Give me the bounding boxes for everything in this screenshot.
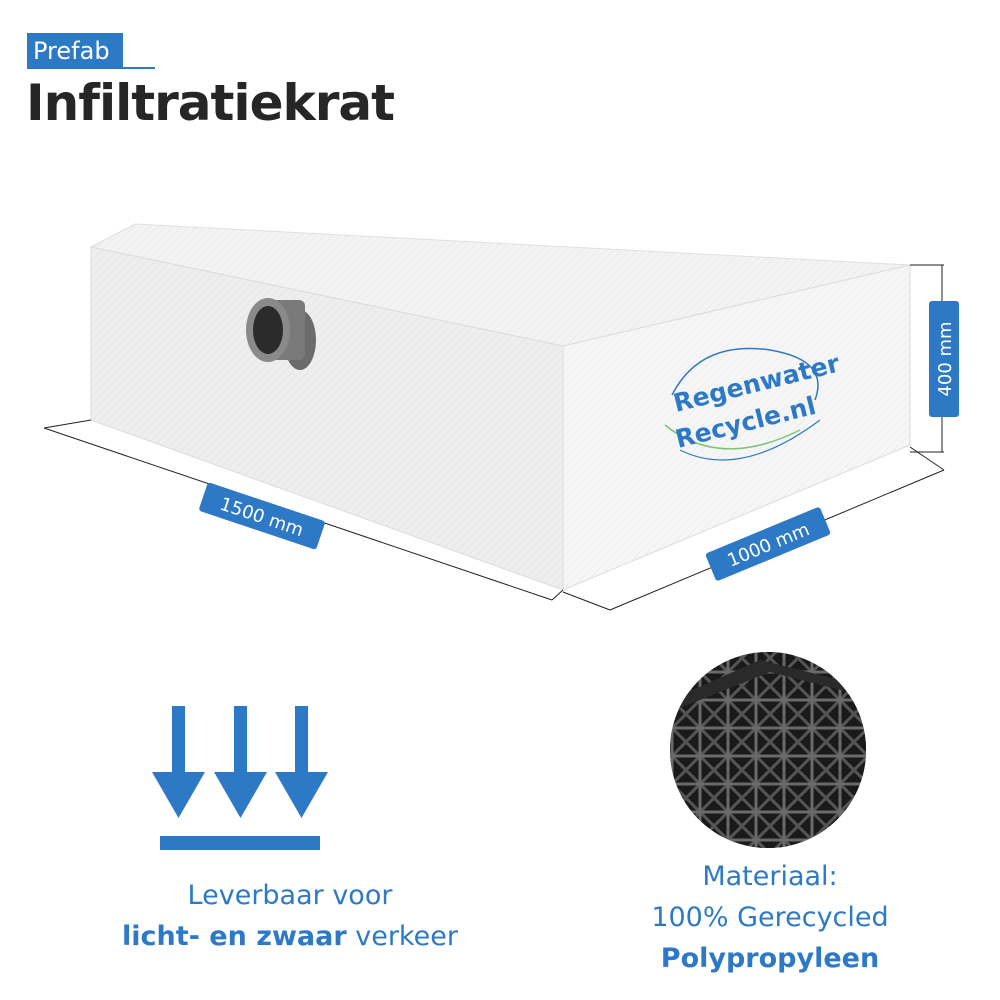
badge-underline (27, 67, 155, 69)
prefab-badge: Prefab (27, 33, 123, 69)
load-arrows-icon (152, 706, 328, 850)
crate-material-sample (670, 652, 866, 848)
traffic-caption-bold: licht- en zwaar (122, 921, 347, 952)
traffic-caption-line2: licht- en zwaar verkeer (60, 916, 520, 957)
traffic-caption-rest: verkeer (346, 921, 458, 952)
material-caption-line3: Polypropyleen (660, 943, 880, 974)
page-title: Infiltratiekrat (26, 74, 395, 132)
height-label: 400 mm (935, 321, 956, 396)
pipe-connector-icon (246, 298, 316, 370)
down-arrow-icon (152, 706, 205, 818)
traffic-caption: Leverbaar voor licht- en zwaar verkeer (60, 875, 520, 957)
material-caption-line1: Materiaal: (702, 861, 838, 892)
down-arrow-icon (214, 706, 267, 818)
material-caption: Materiaal: 100% Gerecycled Polypropyleen (570, 856, 970, 979)
ground-line (160, 836, 320, 850)
height-dimension: 400 mm (910, 264, 959, 453)
material-caption-line2: 100% Gerecycled (651, 902, 889, 933)
traffic-caption-line1: Leverbaar voor (187, 880, 393, 911)
infiltration-crate (89, 223, 911, 591)
down-arrow-icon (275, 706, 328, 818)
